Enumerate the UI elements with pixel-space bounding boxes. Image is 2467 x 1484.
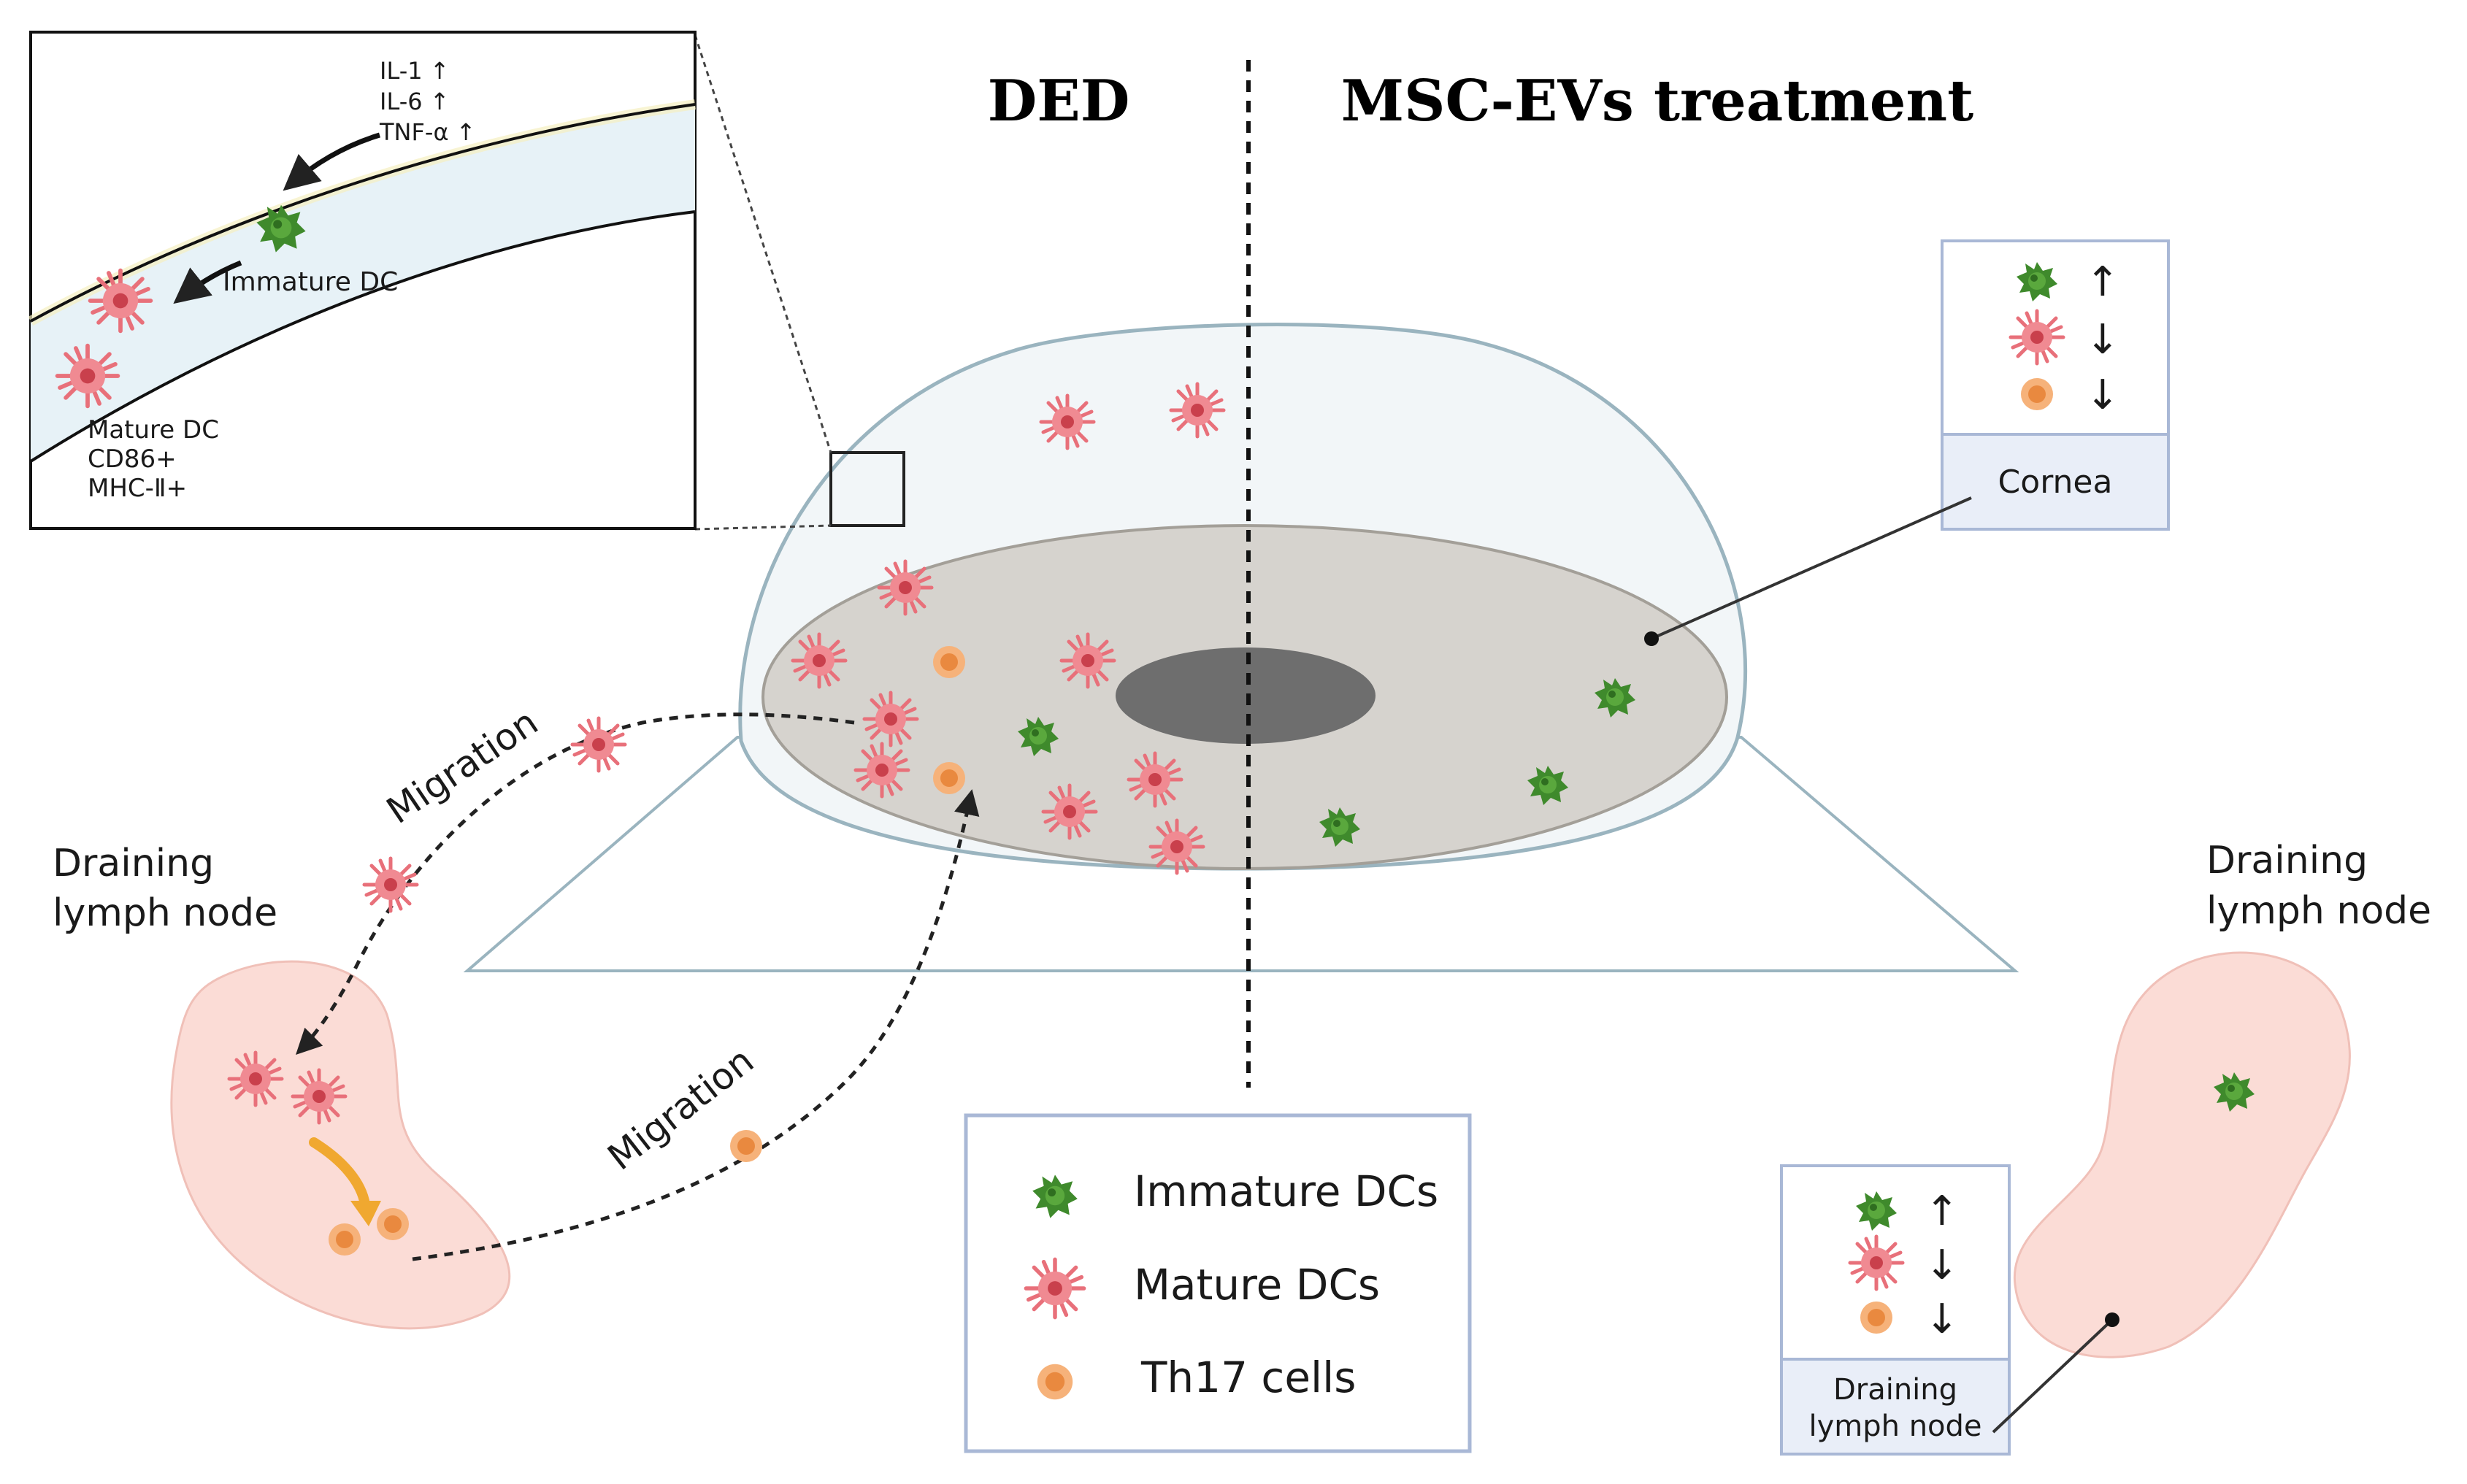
mature-dc-icon bbox=[1850, 1237, 1903, 1289]
th17-cell-icon bbox=[1860, 1302, 1892, 1334]
pupil bbox=[1116, 647, 1376, 744]
mature-dc-icon bbox=[364, 858, 417, 911]
cornea-box-label: Cornea bbox=[1998, 464, 2113, 501]
lymph-node-right-label-1: Draining bbox=[2206, 839, 2368, 883]
migration-label-top: Migration bbox=[379, 701, 545, 832]
legend-mature-dc-icon bbox=[1026, 1259, 1083, 1317]
mature-dc-icon bbox=[1171, 384, 1224, 437]
cytokine-arrow bbox=[283, 132, 381, 191]
node-box-label-2: lymph node bbox=[1808, 1410, 1981, 1443]
mature-dc-icon bbox=[1041, 396, 1094, 448]
cytokine-tnf: TNF-α ↑ bbox=[379, 118, 476, 146]
zoom-connector-bottom bbox=[694, 524, 832, 531]
mature-dc-icon bbox=[1129, 753, 1181, 806]
node-box-label-1: Draining bbox=[1833, 1373, 1957, 1407]
node-th17-arrow: ↓ bbox=[1925, 1296, 1960, 1343]
mature-dc-icon bbox=[1151, 820, 1203, 873]
cytokine-il6: IL-6 ↑ bbox=[380, 88, 450, 115]
th17-cell-icon bbox=[329, 1223, 361, 1256]
legend-th17-label: Th17 cells bbox=[1140, 1353, 1356, 1402]
node-pointer bbox=[1992, 1318, 2114, 1434]
inset-mature-label: Mature DC bbox=[88, 415, 219, 445]
mature-dc-icon bbox=[856, 744, 908, 796]
node-immature-arrow: ↑ bbox=[1925, 1188, 1960, 1235]
cornea-mature-arrow: ↓ bbox=[2086, 316, 2120, 364]
legend-th17-cell-icon bbox=[1037, 1364, 1073, 1400]
inset-cd86-label: CD86+ bbox=[88, 445, 177, 474]
maturation-arrow bbox=[173, 260, 242, 304]
inset-mhc-label: MHC-Ⅱ+ bbox=[88, 474, 187, 503]
differentiation-arrowhead bbox=[350, 1201, 381, 1226]
header-msc-evs: MSC-EVs treatment bbox=[1341, 68, 1973, 134]
node-mature-arrow: ↓ bbox=[1925, 1242, 1960, 1289]
node-pointer-dot bbox=[2105, 1312, 2119, 1327]
migration-path-to-cornea bbox=[412, 789, 980, 1261]
cornea-immature-arrow: ↑ bbox=[2086, 258, 2120, 306]
cornea-th17-arrow: ↓ bbox=[2086, 372, 2120, 419]
differentiation-arrow bbox=[309, 1137, 370, 1210]
th17-cell-icon bbox=[933, 646, 965, 678]
cornea-pointer bbox=[1651, 496, 1972, 640]
lymph-node-right bbox=[2013, 951, 2351, 1358]
mature-dc-icon bbox=[793, 634, 845, 687]
inset-mature-dc-icon-2 bbox=[58, 346, 118, 407]
migration-path-to-node bbox=[296, 712, 855, 1055]
zoom-connector-top bbox=[694, 34, 832, 453]
cornea-pointer-dot bbox=[1644, 631, 1659, 646]
lymph-node-right-label-2: lymph node bbox=[2206, 889, 2431, 933]
cytokine-il1: IL-1 ↑ bbox=[380, 57, 450, 85]
inset-immature-label: Immature DC bbox=[223, 267, 398, 297]
lymph-node-summary-box: ↑ ↓ ↓ Draining lymph node bbox=[1780, 1164, 2011, 1456]
inset-mature-dc-icon-1 bbox=[91, 271, 151, 331]
th17-cell-icon bbox=[377, 1208, 409, 1240]
legend-immature-label: Immature DCs bbox=[1134, 1166, 1438, 1216]
th17-cell-icon bbox=[933, 762, 965, 794]
mature-dc-icon bbox=[293, 1070, 345, 1123]
mature-dc-icon bbox=[879, 561, 932, 614]
legend: Immature DCs Mature DCs Th17 cells bbox=[964, 1113, 1472, 1453]
inset-panel: IL-1 ↑ IL-6 ↑ TNF-α ↑ Immature DC Mature… bbox=[28, 31, 697, 530]
mature-dc-icon bbox=[2011, 311, 2063, 364]
th17-cell-icon bbox=[730, 1130, 762, 1162]
header-ded: DED bbox=[988, 68, 1130, 134]
cornea-summary-box: ↑ ↓ ↓ Cornea bbox=[1941, 239, 2170, 531]
legend-mature-label: Mature DCs bbox=[1134, 1260, 1380, 1310]
mature-dc-icon bbox=[229, 1053, 282, 1105]
mature-dc-icon bbox=[1043, 785, 1096, 838]
lymph-node-left-label-1: Draining bbox=[53, 842, 214, 885]
lymph-node-left-label-2: lymph node bbox=[53, 891, 277, 935]
lymph-node-left bbox=[170, 960, 511, 1330]
th17-cell-icon bbox=[2021, 378, 2053, 410]
zoom-box bbox=[829, 451, 905, 527]
mature-dc-icon bbox=[864, 693, 917, 745]
mature-dc-icon bbox=[572, 718, 625, 771]
mature-dc-icon bbox=[1062, 634, 1114, 687]
